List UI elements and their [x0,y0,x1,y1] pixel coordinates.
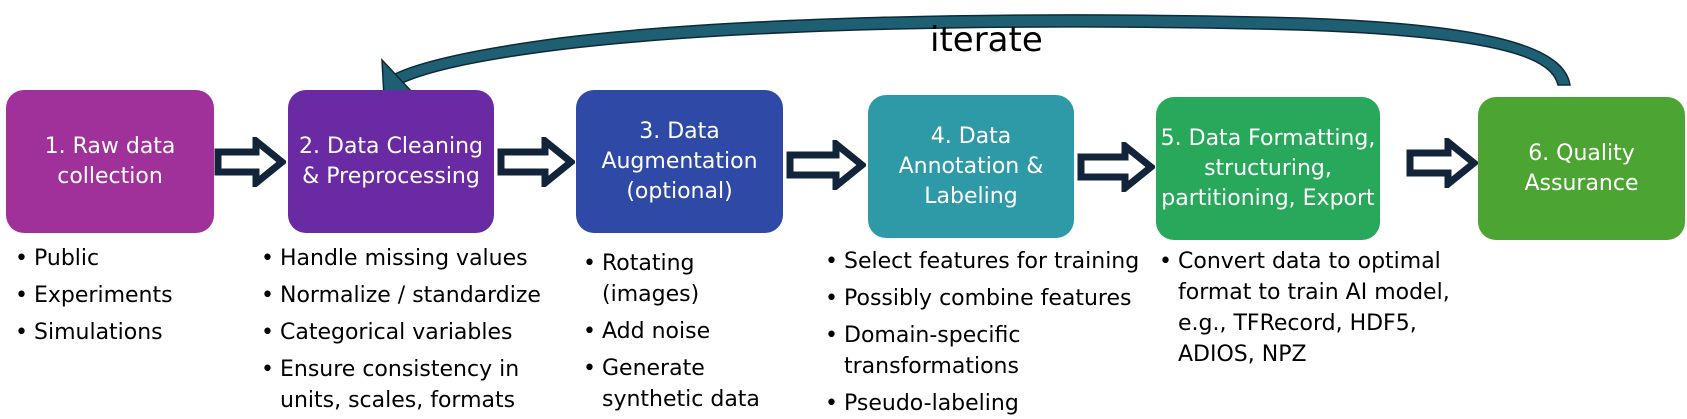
bullets-data-cleaning: Handle missing values Normalize / standa… [258,243,558,416]
bullet-item: Categorical variables [258,317,558,348]
block-arrow-4-to-5 [1077,142,1155,192]
step-box-data-cleaning: 2. Data Cleaning & Preprocessing [288,90,494,233]
bullet-item: Domain-specific transformations [822,320,1152,382]
bullet-item: Add noise [580,316,780,347]
bullet-item: Ensure consistency in units, scales, for… [258,354,558,416]
bullet-item: Public [12,243,232,274]
block-arrow-2-to-3 [497,137,575,187]
bullet-item: Normalize / standardize [258,280,558,311]
block-arrow-3-to-4 [786,140,866,190]
bullet-item: Select features for training [822,246,1152,277]
bullet-item: Convert data to optimal format to train … [1156,246,1456,370]
step-box-data-augmentation: 3. Data Augmentation (optional) [576,90,783,233]
step-box-raw-data-collection: 1. Raw data collection [6,90,214,233]
bullet-item: Rotating (images) [580,248,780,310]
bullet-item: Handle missing values [258,243,558,274]
bullets-data-formatting: Convert data to optimal format to train … [1156,246,1456,370]
bullets-data-annotation: Select features for training Possibly co… [822,246,1152,419]
step-box-quality-assurance: 6. Quality Assurance [1478,97,1685,240]
block-arrow-5-to-6 [1406,138,1478,188]
bullet-item: Pseudo-labeling [822,388,1152,419]
step-box-data-formatting: 5. Data Formatting, structuring, partiti… [1156,97,1380,240]
block-arrow-1-to-2 [214,137,286,187]
bullet-item: Possibly combine features [822,283,1152,314]
bullet-item: Simulations [12,317,232,348]
bullets-raw-data-collection: Public Experiments Simulations [12,243,232,354]
bullet-item: Experiments [12,280,232,311]
bullet-item: Generate synthetic data [580,353,780,415]
bullets-data-augmentation: Rotating (images) Add noise Generate syn… [580,248,780,415]
step-box-data-annotation: 4. Data Annotation & Labeling [868,95,1074,238]
iterate-label: iterate [930,20,1043,60]
